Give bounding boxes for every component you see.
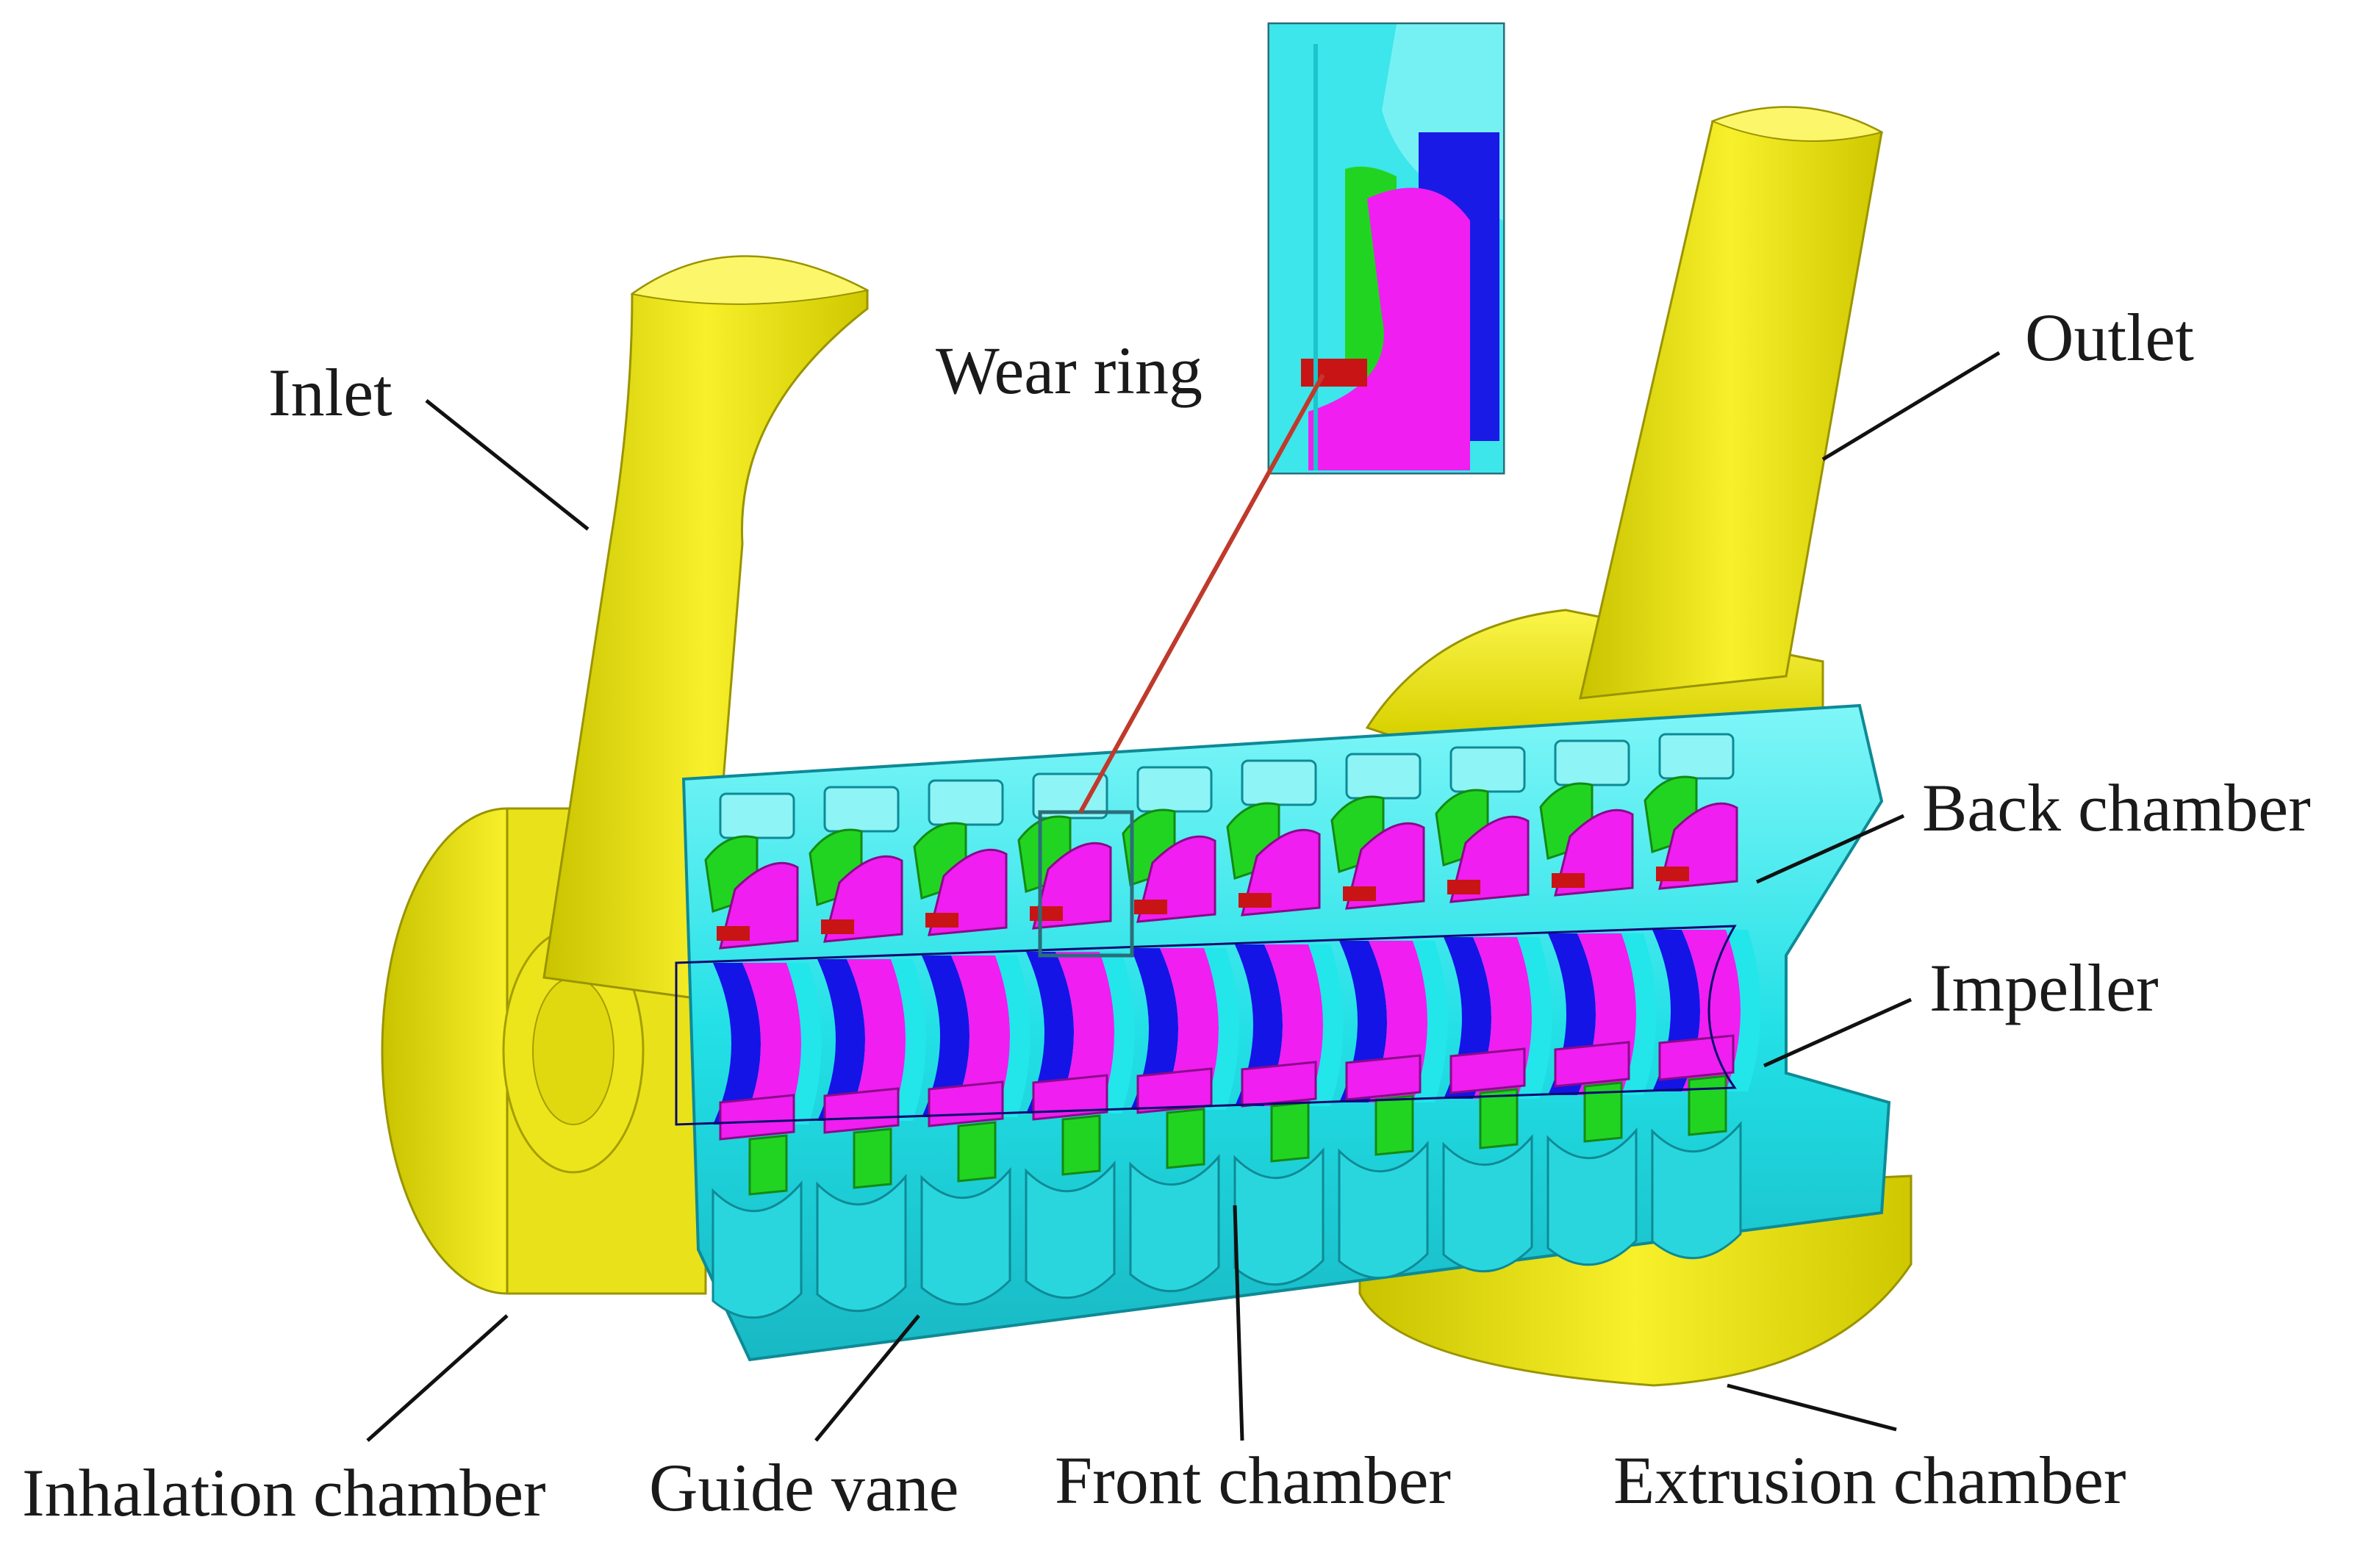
front-chamber-bottom <box>1166 1108 1205 1169</box>
impeller-shroud-bottom <box>1032 1074 1108 1121</box>
outlet-label: Outlet <box>2025 300 2194 375</box>
casing-block-top <box>1449 746 1526 793</box>
back-chamber-label: Back chamber <box>1922 770 2311 845</box>
wear-ring-label: Wear ring <box>936 333 1202 408</box>
extrusion-chamber-label: Extrusion chamber <box>1613 1443 2126 1518</box>
casing-block-top <box>1136 766 1213 813</box>
impeller-shroud-bottom <box>1658 1034 1735 1081</box>
wear-ring <box>1134 900 1167 914</box>
front-chamber-bottom <box>1061 1114 1101 1176</box>
outlet-pipe <box>1579 106 1884 700</box>
guide-vane-segment <box>1129 1153 1220 1293</box>
detail-callout-line <box>1078 373 1325 814</box>
casing-block-top <box>719 792 795 839</box>
casing-block-top <box>823 786 900 833</box>
guide-vane-passage <box>1100 952 1135 1113</box>
front-chamber-bottom <box>957 1121 997 1183</box>
casing-block-top <box>1554 739 1630 786</box>
outlet-leader <box>1821 351 2001 462</box>
guide-vane-passage <box>1413 941 1448 1102</box>
wear-ring <box>1447 880 1480 894</box>
guide-vane-passage <box>1517 937 1552 1099</box>
impeller-blade <box>1055 952 1114 1113</box>
casing-block-top <box>1658 733 1735 780</box>
guide-vane-segment <box>1025 1160 1116 1299</box>
front-chamber-label: Front chamber <box>1055 1443 1451 1518</box>
impeller-leader <box>1763 997 1913 1068</box>
guide-vane-passage <box>1308 944 1344 1106</box>
guide-vane-segment <box>1442 1133 1533 1273</box>
wear-ring-highlight-box <box>1038 810 1134 958</box>
back-chamber-leader <box>1755 814 1905 884</box>
casing-block-top <box>928 779 1004 826</box>
front-chamber-leader <box>1233 1205 1244 1441</box>
pump-stages <box>704 733 1761 1319</box>
impeller-shroud-bottom <box>1345 1054 1422 1101</box>
impeller-blade <box>847 959 906 1121</box>
wear-ring <box>1343 886 1376 901</box>
impeller-label: Impeller <box>1929 950 2159 1025</box>
guide-vane-passage <box>891 959 926 1121</box>
front-chamber-bottom <box>1583 1081 1623 1143</box>
wear-ring-detail-inset <box>1267 22 1505 475</box>
guide-vane-leader <box>814 1314 920 1442</box>
impeller-shroud-bottom <box>823 1087 900 1134</box>
guide-vane-passage <box>995 955 1031 1117</box>
impeller-blade-dark <box>922 955 969 1117</box>
wear-ring <box>1552 873 1585 888</box>
guide-vane-segment <box>1546 1127 1638 1266</box>
impeller-blade-dark <box>817 959 865 1121</box>
guide-vane-passage <box>1621 933 1657 1095</box>
front-chamber-bottom <box>748 1134 788 1196</box>
impeller-blade-dark <box>1026 952 1074 1113</box>
wear-ring <box>821 919 854 934</box>
guide-vane-segment <box>920 1166 1011 1306</box>
guide-vane-segment <box>1233 1147 1325 1286</box>
guide-vane-label: Guide vane <box>649 1450 959 1525</box>
extrusion-chamber-leader <box>1727 1383 1897 1432</box>
wear-ring <box>1239 893 1272 908</box>
wear-ring <box>717 926 750 941</box>
wear-ring <box>1030 906 1063 921</box>
front-chamber-bottom <box>853 1127 892 1189</box>
impeller-blade <box>951 955 1010 1117</box>
inlet-pipe <box>542 255 870 1001</box>
impeller-blade-dark <box>713 963 761 1125</box>
guide-vane-segment <box>712 1180 803 1319</box>
front-chamber-bottom <box>1688 1075 1727 1136</box>
guide-vane-segment <box>1338 1140 1429 1280</box>
front-chamber-bottom <box>1479 1088 1519 1149</box>
casing-block-top <box>1241 759 1317 806</box>
impeller-blade-dark <box>1130 948 1178 1110</box>
inhalation-chamber-label: Inhalation chamber <box>22 1455 546 1530</box>
guide-vane-passage <box>786 963 822 1125</box>
front-chamber-bottom <box>1374 1094 1414 1156</box>
guide-vane-passage <box>1204 948 1239 1110</box>
wear-ring <box>1656 867 1689 881</box>
impeller-shroud-bottom <box>1449 1047 1526 1094</box>
impeller-blade <box>742 963 801 1125</box>
inhalation-chamber-leader <box>366 1314 509 1442</box>
casing-block-top <box>1345 753 1422 800</box>
guide-vane-segment <box>816 1173 907 1313</box>
inlet-label: Inlet <box>268 355 393 430</box>
front-chamber-bottom <box>1270 1101 1310 1163</box>
impeller-shroud-bottom <box>1554 1041 1630 1088</box>
wear-ring <box>925 913 958 928</box>
impeller-shroud-bottom <box>1241 1061 1317 1108</box>
impeller-shroud-bottom <box>928 1080 1004 1127</box>
guide-vane-passage <box>1726 930 1761 1091</box>
inlet-leader <box>425 399 589 531</box>
impeller-bore <box>675 925 1737 1126</box>
impeller-shroud-bottom <box>719 1094 795 1141</box>
guide-vane-segment <box>1651 1120 1742 1260</box>
